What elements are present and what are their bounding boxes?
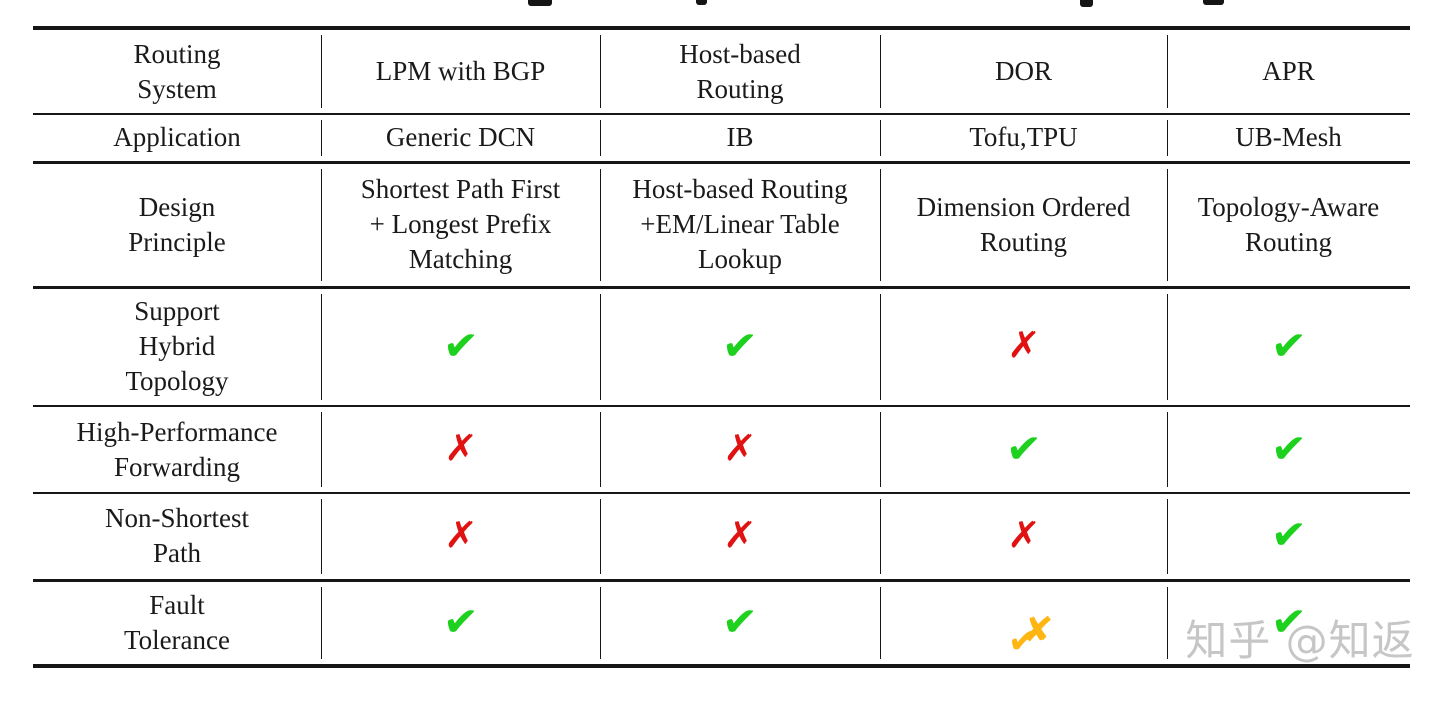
table-row-non-shortest-path: Non-Shortest Path ✗ ✗ ✗ ✔ [33,493,1410,580]
table-row-design-principle: Design Principle Shortest Path First + L… [33,162,1410,287]
check-icon: ✔ [1269,422,1308,474]
cross-icon: ✗ [443,511,478,558]
cell-nsp-lpm: ✗ [321,493,600,580]
cell-fault-dor: ✔✘ [880,580,1167,666]
row-label-design-principle: Design Principle [128,191,226,257]
partial-check-cross-icon: ✔✘ [1007,609,1055,663]
row-label-high-performance-forwarding: High-Performance Forwarding [76,416,278,482]
column-header-host-based: Host-based Routing [600,28,880,114]
check-icon: ✔ [720,319,760,371]
cell-hybrid-host: ✔ [600,287,880,406]
routing-comparison-table: Routing System LPM with BGP Host-based R… [33,26,1410,668]
caption-descender-fragment [1080,0,1093,7]
cross-icon: ✗ [1006,511,1041,558]
cell-nsp-apr: ✔ [1167,493,1410,580]
cell-nsp-host: ✗ [600,493,880,580]
cell-hpf-dor: ✔ [880,406,1167,493]
cross-icon: ✗ [722,424,758,472]
check-icon: ✔ [720,595,760,647]
row-label-non-shortest-path: Non-Shortest Path [105,503,249,569]
column-header-lpm-bgp: LPM with BGP [321,28,600,114]
cell-hpf-host: ✗ [600,406,880,493]
cell-fault-lpm: ✔ [321,580,600,666]
caption-descender-fragment [696,0,707,5]
cell-application-host: IB [600,114,880,162]
cross-icon: ✗ [443,424,478,472]
cell-nsp-dor: ✗ [880,493,1167,580]
cell-application-apr: UB-Mesh [1167,114,1410,162]
check-icon: ✔ [1269,509,1308,561]
cell-hybrid-apr: ✔ [1167,287,1410,406]
cell-design-lpm: Shortest Path First + Longest Prefix Mat… [321,162,600,287]
column-header-dor: DOR [880,28,1167,114]
table-row-fault-tolerance: Fault Tolerance ✔ ✔ ✔✘ ✔ [33,580,1410,666]
check-icon: ✔ [441,319,480,371]
cell-fault-apr: ✔ [1167,580,1410,666]
caption-descender-fragment [1203,0,1224,5]
cross-icon: ✗ [722,511,758,558]
cell-application-lpm: Generic DCN [321,114,600,162]
check-icon: ✔ [1269,319,1308,371]
zhihu-watermark: 知乎 @知返 [1185,616,1415,665]
table-row-hybrid-topology: Support Hybrid Topology ✔ ✔ ✗ ✔ [33,287,1410,406]
row-label-fault-tolerance: Fault Tolerance [123,589,231,655]
cell-hpf-lpm: ✗ [321,406,600,493]
partial-cross-glyph: ✘ [1021,609,1055,653]
row-label-hybrid-topology: Support Hybrid Topology [125,296,229,397]
table-row-application: Application Generic DCN IB Tofu,TPU UB-M… [33,114,1410,162]
row-label-application: Application [113,122,241,153]
cell-design-host: Host-based Routing +EM/Linear Table Look… [600,162,880,287]
cross-icon: ✗ [1006,322,1041,369]
check-icon: ✔ [441,595,480,647]
table-header-row: Routing System LPM with BGP Host-based R… [33,28,1410,114]
table-row-high-performance-forwarding: High-Performance Forwarding ✗ ✗ ✔ ✔ [33,406,1410,493]
corner-label: Routing System [133,38,221,104]
cell-hpf-apr: ✔ [1167,406,1410,493]
cell-hybrid-dor: ✗ [880,287,1167,406]
cell-fault-host: ✔ [600,580,880,666]
column-header-apr: APR [1167,28,1410,114]
cell-hybrid-lpm: ✔ [321,287,600,406]
caption-descender-fragment [528,0,552,6]
check-icon: ✔ [1004,422,1043,474]
cell-design-apr: Topology-Aware Routing [1167,162,1410,287]
cell-application-dor: Tofu,TPU [880,114,1167,162]
cell-design-dor: Dimension Ordered Routing [880,162,1167,287]
